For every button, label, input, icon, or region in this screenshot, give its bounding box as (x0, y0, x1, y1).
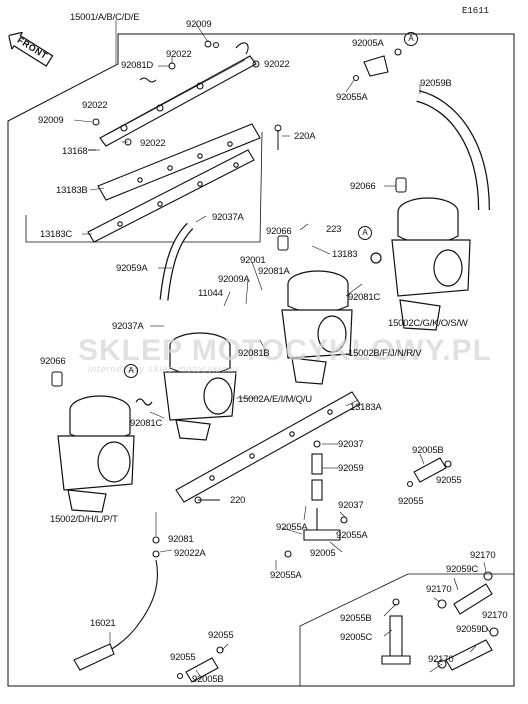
part-label: 92059B (420, 78, 452, 89)
arrow-left-icon (7, 31, 54, 67)
part-label: 92170 (470, 550, 496, 561)
part-label: 15002B/F/J/N/R/V (348, 348, 422, 359)
part-label: 220 (230, 495, 246, 506)
part-label: 92055A (276, 522, 308, 533)
part-label: 92001 (240, 255, 266, 266)
part-label: 92066 (40, 356, 66, 367)
linkage-plate-13183b (97, 123, 261, 201)
part-label: 92055 (170, 652, 196, 663)
part-label: 92170 (426, 584, 452, 595)
part-label: 92081 (168, 534, 194, 545)
part-label: 15001/A/B/C/D/E (70, 12, 140, 23)
part-label: 92055A (336, 92, 368, 103)
part-label: 92037 (338, 439, 364, 450)
part-label: 13183 (332, 249, 358, 260)
part-label: 11044 (198, 288, 223, 299)
reference-marker-a: A (358, 226, 372, 240)
part-label: 13183C (40, 229, 73, 240)
part-label: 92059C (446, 564, 479, 575)
carburetor-15002a (135, 332, 237, 441)
part-label: 92005B (192, 674, 224, 685)
part-label: 92170 (482, 610, 508, 621)
part-label: 92022 (166, 49, 192, 60)
part-label: 92005A (352, 38, 384, 49)
part-label: 92055 (398, 496, 424, 507)
part-label: 223 (326, 224, 342, 235)
part-label: 92081C (130, 418, 163, 429)
reference-marker-a: A (404, 32, 418, 46)
part-label: 92081B (238, 348, 270, 359)
carburetor-15002b (281, 270, 353, 385)
frame-outline (7, 33, 515, 687)
part-label: 92059 (338, 463, 364, 474)
screw-220 (194, 496, 220, 504)
linkage-plate-13183c (87, 149, 255, 243)
part-label: 92005B (412, 445, 444, 456)
part-label: 92081D (121, 60, 154, 71)
part-label: 15002C/G/K/O/S/W (388, 318, 468, 329)
part-label: 92055B (340, 613, 372, 624)
fitting-92005b (406, 457, 452, 488)
part-label: 92037 (338, 500, 364, 511)
part-label: 92055 (436, 475, 462, 486)
front-direction-arrow: FRONT (3, 27, 56, 70)
fitting-92005a (352, 48, 402, 82)
part-label: 92009 (38, 115, 64, 126)
fitting-92005b-bottom (176, 646, 224, 683)
part-label: 92059D (456, 624, 489, 635)
part-label: 92081C (348, 292, 381, 303)
part-label: 92005 (310, 548, 336, 559)
linkage-subframe (25, 131, 263, 243)
plug-92066-c (51, 371, 63, 387)
part-label: 92022 (82, 100, 108, 111)
part-label: 92005C (340, 632, 373, 643)
part-label: 15002A/E/I/M/Q/U (238, 394, 312, 405)
plug-92066-a (395, 177, 407, 193)
part-label: 92009A (218, 274, 250, 285)
part-label: 92009 (186, 19, 212, 30)
part-label: 92022 (140, 138, 166, 149)
part-label: 15002/D/H/L/P/T (50, 514, 118, 525)
part-label: 92066 (350, 181, 376, 192)
part-label: 92081A (258, 266, 290, 277)
carburetor-15002 (57, 395, 135, 513)
part-label: 92022A (174, 548, 206, 559)
watermark-sub: internetowy sklep motocyklowy (88, 364, 241, 374)
reference-marker-a: A (124, 364, 138, 378)
linkage-plate-13183a (175, 391, 361, 503)
part-label: 92066 (266, 226, 292, 237)
diagram-code: E1611 (462, 6, 490, 16)
part-label: 13168 (62, 146, 88, 157)
part-label: 220A (294, 131, 316, 142)
part-label: 92059A (116, 263, 148, 274)
part-label: 92170 (428, 654, 454, 665)
carburetor-15002c (370, 197, 471, 331)
leader-lines (73, 20, 491, 677)
part-label: 13183A (350, 402, 382, 413)
fuel-tee-assembly (284, 440, 348, 558)
part-label: 92055A (270, 570, 302, 581)
hose-kit-frame (299, 573, 514, 686)
part-label: 92022 (264, 59, 290, 70)
upper-linkage-bar (99, 42, 257, 147)
throttle-cable-16021 (73, 536, 160, 671)
part-label: 92055A (336, 530, 368, 541)
part-label: 92037A (212, 212, 244, 223)
plug-92066-b (277, 235, 289, 251)
part-label: 92055 (208, 630, 234, 641)
watermark: SKLEP MOTOCYKLOWY.PL (78, 334, 492, 367)
part-label: 16021 (90, 618, 116, 629)
part-label: 13183B (56, 185, 88, 196)
hose-kit-parts (381, 571, 499, 671)
part-label: 92037A (112, 321, 144, 332)
